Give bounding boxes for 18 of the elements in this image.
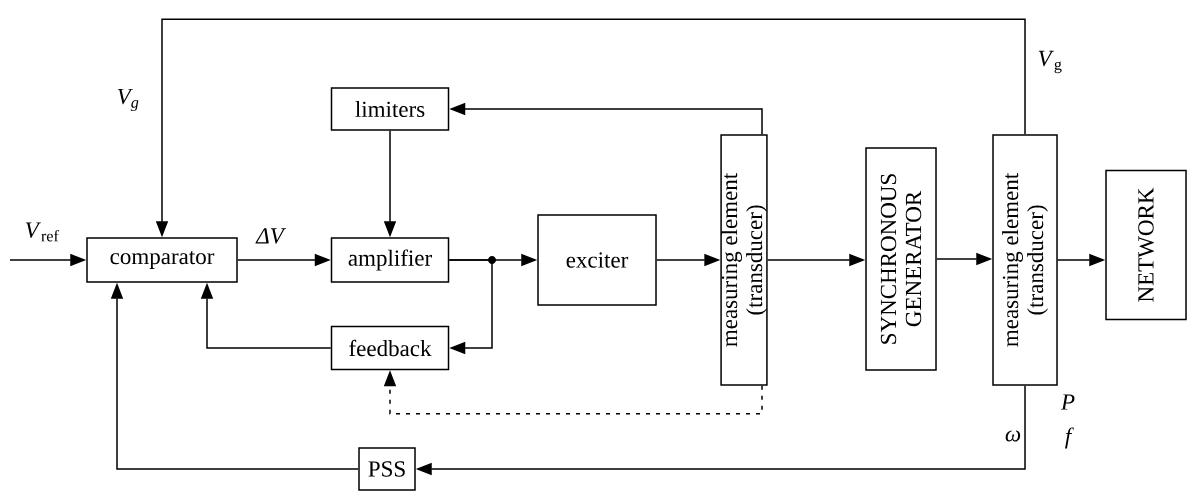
block-box: amplifier (330, 237, 450, 283)
edge-label: ΔV (255, 227, 286, 245)
block-box: feedback (330, 325, 450, 371)
edge-label: V$_{g}$ (1036, 49, 1064, 75)
block-box: measuring element (transducer) (992, 134, 1058, 386)
block-box: NETWORK (1105, 169, 1187, 321)
edge-label: V$_{ref}$ (23, 221, 61, 243)
signal-label: P (1060, 394, 1075, 410)
block-box: exciter (537, 214, 657, 306)
signal-label: V$_{g}$ (117, 88, 139, 112)
signal-label: f (1065, 427, 1074, 449)
signal-label: ω (1005, 430, 1021, 442)
block-box: PSS (358, 447, 416, 491)
block-box: comparator (86, 237, 238, 283)
arrow (448, 259, 493, 355)
block-box: limiters (330, 87, 450, 131)
block-box: measuring element (transducer) (720, 134, 768, 386)
block-box: SYNCHRONOUS GENERATOR (865, 147, 937, 371)
